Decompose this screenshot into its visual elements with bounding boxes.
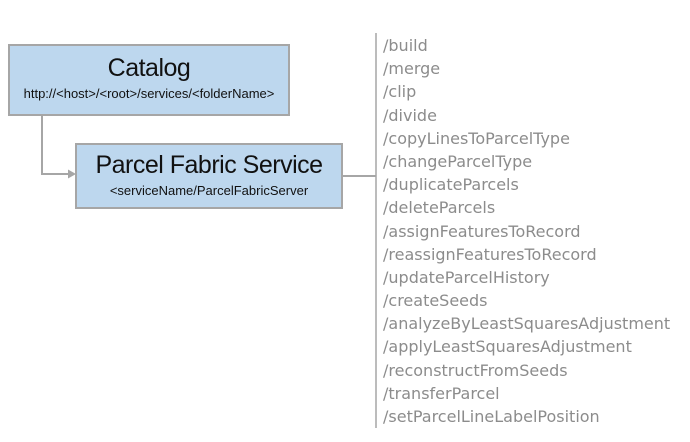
operation-list-item: /copyLinesToParcelType bbox=[383, 128, 570, 148]
catalog-node-title: Catalog bbox=[107, 54, 191, 82]
operation-list-item: /changeParcelType bbox=[383, 151, 533, 171]
operation-list-item: /analyzeByLeastSquaresAdjustment bbox=[383, 314, 671, 334]
operation-list-item: /divide bbox=[383, 105, 437, 125]
operation-list-item: /duplicateParcels bbox=[383, 175, 519, 195]
operation-list-item: /clip bbox=[383, 82, 417, 102]
catalog-node: Catalog http://<host>/<root>/services/<f… bbox=[8, 44, 290, 116]
operations-list: /build/merge/clip/divide/copyLinesToParc… bbox=[383, 34, 688, 428]
operation-list-item: /transferParcel bbox=[383, 383, 500, 403]
operation-list-item: /setParcelLineLabelPosition bbox=[383, 407, 600, 426]
operation-list-item: /updateParcelHistory bbox=[383, 267, 550, 287]
operation-list-item: /createSeeds bbox=[383, 291, 488, 311]
operation-list-item: /applyLeastSquaresAdjustment bbox=[383, 337, 632, 357]
catalog-node-url-template: http://<host>/<root>/services/<folderNam… bbox=[23, 86, 275, 101]
operation-list-item: /deleteParcels bbox=[383, 198, 496, 218]
catalog-to-service-connector bbox=[41, 116, 68, 175]
operation-list-item: /assignFeaturesToRecord bbox=[383, 221, 581, 241]
operation-list-item: /merge bbox=[383, 59, 441, 79]
parcel-fabric-service-node: Parcel Fabric Service <serviceName/Parce… bbox=[75, 143, 343, 209]
arrow-head-icon bbox=[68, 169, 76, 179]
operation-list-item: /reassignFeaturesToRecord bbox=[383, 244, 597, 264]
operation-list-item: /build bbox=[383, 36, 428, 55]
service-node-title: Parcel Fabric Service bbox=[95, 151, 323, 179]
service-node-path-template: <serviceName/ParcelFabricServer bbox=[109, 183, 309, 198]
operation-list-item: /reconstructFromSeeds bbox=[383, 360, 568, 380]
